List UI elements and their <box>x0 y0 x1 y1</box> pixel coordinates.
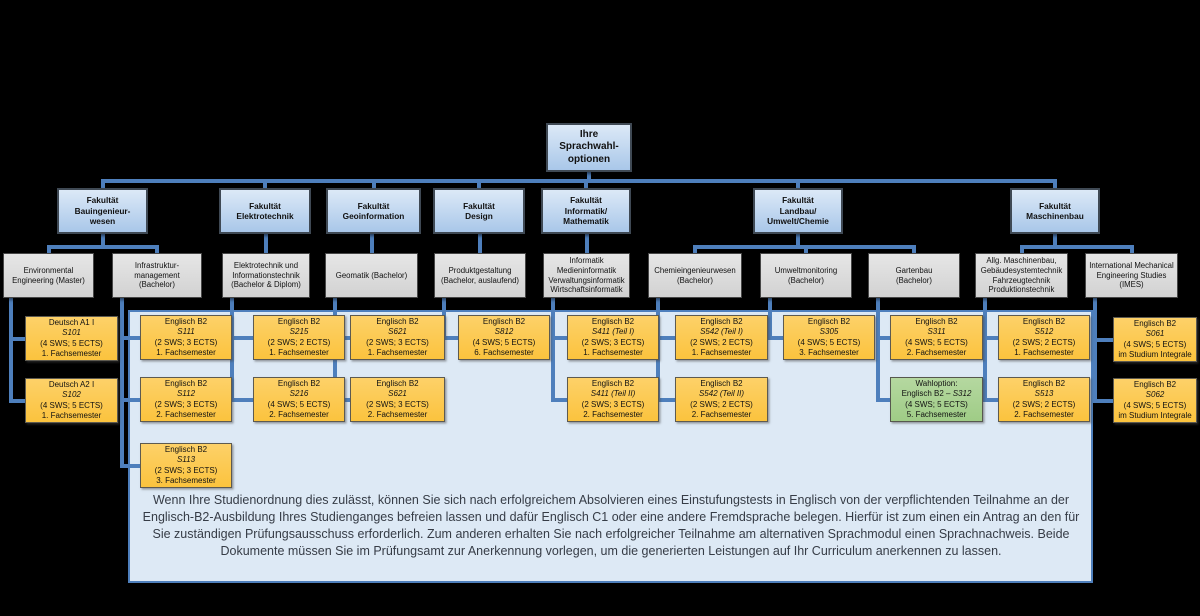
connector-line <box>658 397 675 402</box>
faculty-box: Fakultät Design <box>433 188 525 234</box>
connector-line <box>1053 233 1057 247</box>
connector-line <box>553 397 567 402</box>
connector-line <box>587 171 591 181</box>
connector-line <box>263 179 267 189</box>
connector-line <box>230 297 234 402</box>
connector-line <box>553 335 567 340</box>
info-note: Wenn Ihre Studienordnung dies zulässt, k… <box>142 493 1080 558</box>
connector-line <box>1129 245 1134 254</box>
connector-line <box>1093 297 1097 403</box>
connector-line <box>1095 398 1113 403</box>
connector-line <box>477 179 481 189</box>
connector-line <box>584 233 589 254</box>
connector-line <box>804 245 808 254</box>
program-box: Gartenbau (Bachelor) <box>868 253 960 298</box>
connector-line <box>768 297 772 340</box>
program-box: Geomatik (Bachelor) <box>325 253 418 298</box>
connector-line <box>478 233 482 254</box>
faculty-box: Fakultät Informatik/ Mathematik <box>541 188 631 234</box>
connector-line <box>155 245 159 254</box>
program-box: Infrastruktur- management (Bachelor) <box>112 253 202 298</box>
connector-line <box>1095 337 1113 342</box>
root-box: Ihre Sprachwahl- optionen <box>546 123 632 172</box>
connector-line <box>584 179 588 189</box>
connector-line <box>1053 179 1057 189</box>
program-box: Allg. Maschinenbau, Gebäudesystemtechnik… <box>975 253 1068 298</box>
connector-line <box>1019 245 1134 249</box>
connector-line <box>100 179 105 189</box>
connector-line <box>122 335 140 340</box>
program-box: Umweltmonitoring (Bachelor) <box>760 253 852 298</box>
faculty-box: Fakultät Maschinenbau <box>1010 188 1100 234</box>
connector-line <box>796 179 800 189</box>
connector-line <box>122 463 140 468</box>
connector-line <box>878 335 890 340</box>
connector-line <box>983 297 987 402</box>
connector-line <box>444 335 458 340</box>
connector-line <box>120 297 124 468</box>
connector-line <box>912 245 916 254</box>
connector-line <box>100 179 1057 183</box>
connector-line <box>11 336 25 341</box>
program-box: Chemieingenieurwesen (Bachelor) <box>648 253 742 298</box>
connector-line <box>551 297 555 402</box>
program-box: Elektrotechnik und Informationstechnik (… <box>222 253 310 298</box>
connector-line <box>770 335 783 340</box>
program-box: Environmental Engineering (Master) <box>3 253 94 298</box>
connector-line <box>100 233 105 247</box>
connector-line <box>369 233 374 254</box>
connector-line <box>9 297 13 403</box>
connector-line <box>232 397 253 402</box>
connector-line <box>985 335 998 340</box>
connector-line <box>658 335 675 340</box>
connector-line <box>1019 245 1024 254</box>
connector-line <box>371 179 376 189</box>
faculty-box: Fakultät Geoinformation <box>326 188 421 234</box>
course-box-option: Wahloption:Englisch B2 – S312(4 SWS; 5 E… <box>890 377 983 422</box>
faculty-box: Fakultät Elektrotechnik <box>219 188 311 234</box>
connector-line <box>11 398 25 403</box>
program-box: Produktgestaltung (Bachelor, auslaufend) <box>434 253 526 298</box>
connector-line <box>693 245 697 254</box>
connector-line <box>122 397 140 402</box>
faculty-box: Fakultät Bauingenieur- wesen <box>57 188 148 234</box>
connector-line <box>264 233 268 254</box>
connector-line <box>46 245 159 249</box>
connector-line <box>796 233 800 247</box>
connector-line <box>878 397 890 402</box>
connector-line <box>876 297 880 402</box>
program-box: International Mechanical Engineering Stu… <box>1085 253 1178 298</box>
connector-line <box>46 245 51 254</box>
program-box: Informatik Medieninformatik Verwaltungsi… <box>543 253 630 298</box>
connector-line <box>985 397 998 402</box>
connector-line <box>232 335 253 340</box>
faculty-box: Fakultät Landbau/ Umwelt/Chemie <box>753 188 843 234</box>
